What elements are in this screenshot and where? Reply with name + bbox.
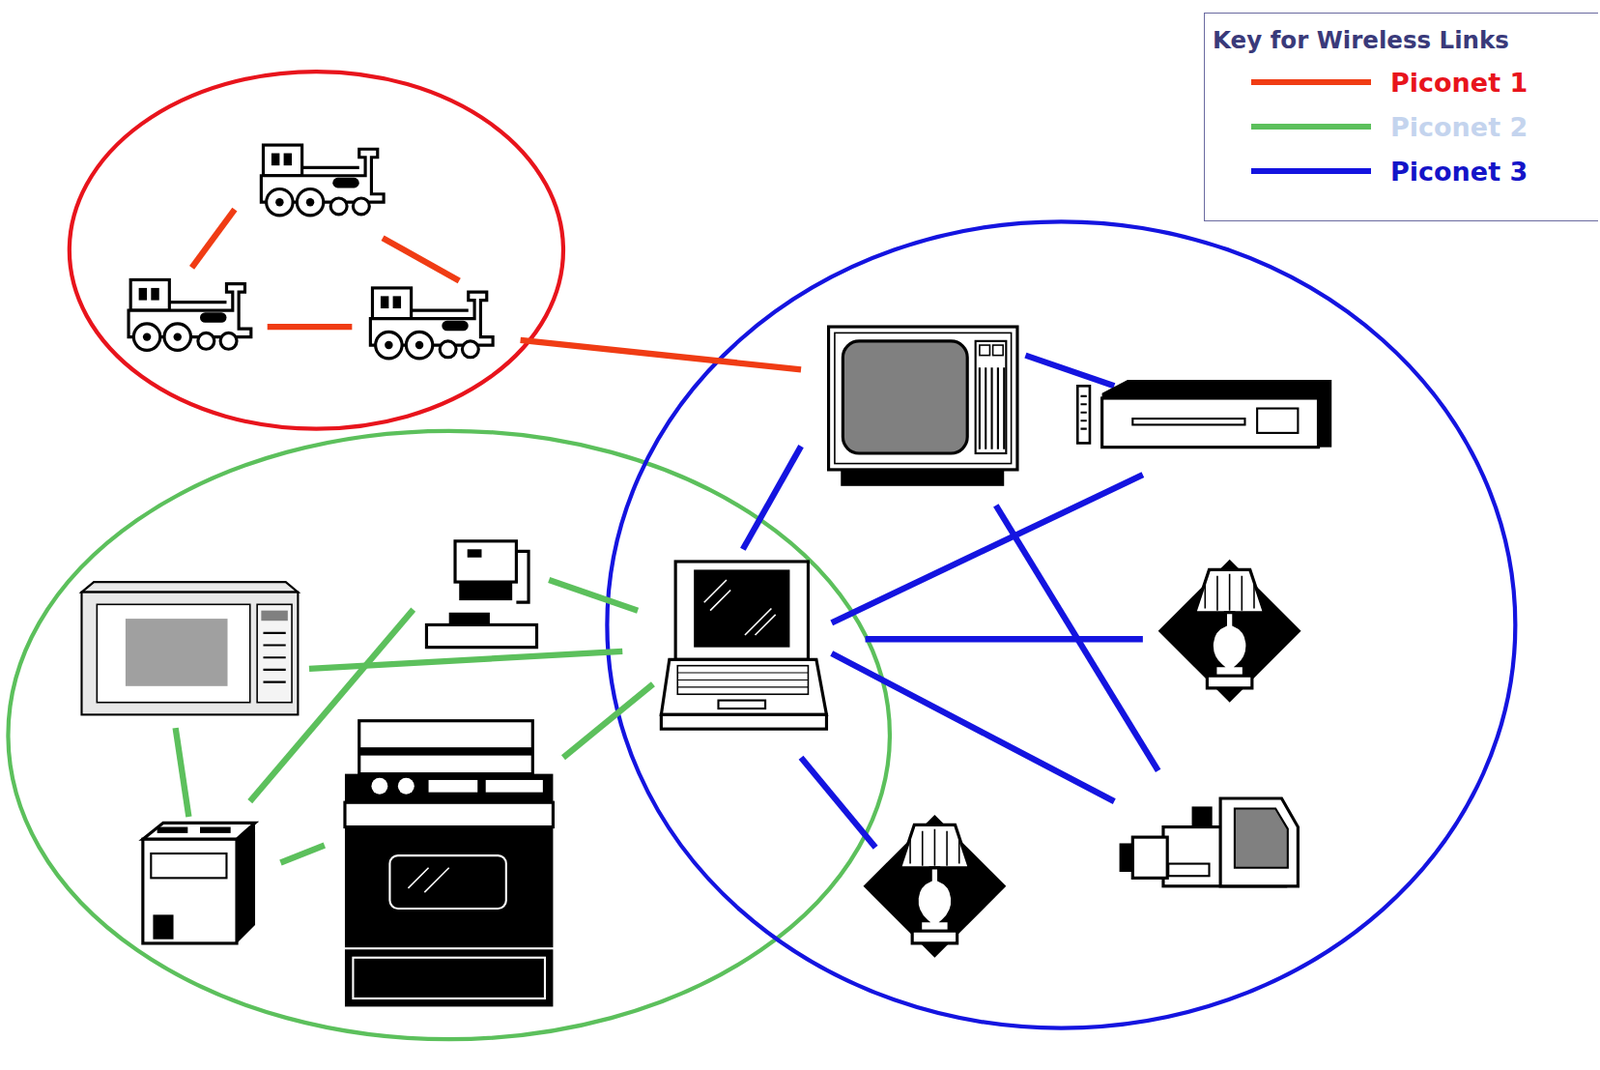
train-icon <box>370 287 493 359</box>
piconet-1-links <box>192 209 802 371</box>
lamp-icon <box>1158 559 1302 703</box>
toaster-icon <box>142 822 256 943</box>
legend-box: Key for Wireless LinksPiconet 1 Piconet 2… <box>1203 12 1599 222</box>
legend-heading: Key for Wireless Links <box>1212 21 1593 60</box>
coffee-maker-icon <box>426 541 537 648</box>
legend-label: Piconet 1 <box>1390 67 1528 98</box>
camcorder-icon <box>1119 798 1299 886</box>
train-icon <box>128 279 252 350</box>
legend-entry: Piconet 1 <box>1251 59 1593 105</box>
train-icon <box>260 144 384 216</box>
legend-label: Piconet 3 <box>1390 156 1528 187</box>
legend-line-sample <box>1251 79 1372 86</box>
lamp-icon <box>862 814 1006 958</box>
vcr-icon <box>1077 379 1332 448</box>
microwave-icon <box>81 581 298 715</box>
legend-label: Piconet 2 <box>1390 112 1528 143</box>
legend-line-sample <box>1251 123 1372 130</box>
legend-entry: Piconet 2 <box>1251 104 1593 149</box>
stove-icon <box>344 720 553 1007</box>
legend-entry: Piconet 3 <box>1251 148 1593 194</box>
piconet-1-outline <box>69 71 564 429</box>
tv-icon <box>828 326 1018 486</box>
piconet-2-outline <box>7 430 889 1039</box>
legend-line-sample <box>1251 168 1372 174</box>
laptop-icon <box>660 561 827 729</box>
piconet-3-outline <box>606 221 1515 1028</box>
